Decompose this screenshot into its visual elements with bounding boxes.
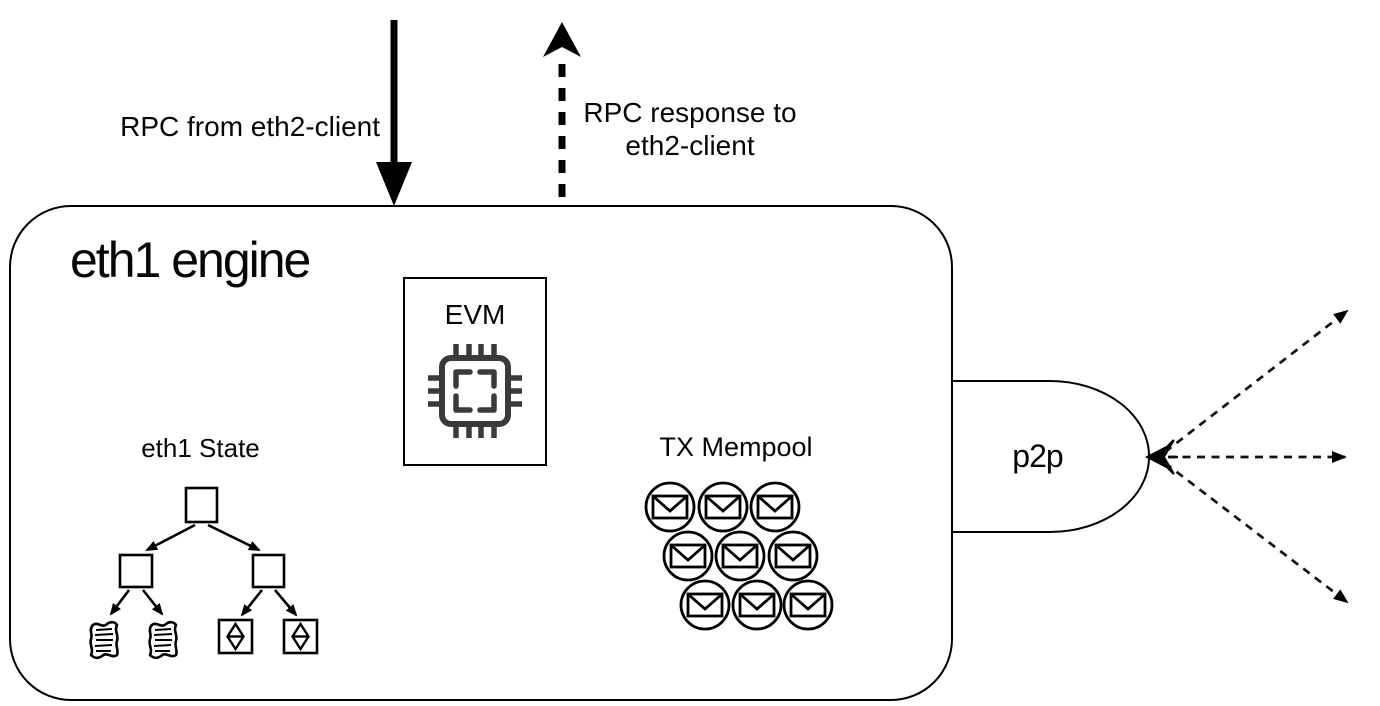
evm-box: EVM bbox=[403, 277, 547, 466]
eth1-engine-title: eth1 engine bbox=[70, 232, 311, 288]
p2p-peer-arrows bbox=[1164, 309, 1349, 604]
peer-arrow-up bbox=[1164, 309, 1349, 454]
tree-left-node bbox=[118, 553, 154, 589]
evm-label: EVM bbox=[444, 299, 506, 330]
tree-root-node bbox=[184, 486, 219, 524]
tx-mempool-label: TX Mempool bbox=[659, 432, 813, 462]
p2p-port: p2p bbox=[953, 380, 1150, 533]
tree-right-node bbox=[251, 553, 286, 589]
peer-arrow-down bbox=[1164, 461, 1349, 604]
tx-mempool-icons bbox=[644, 481, 834, 631]
rpc-response-label: RPC response to eth2-client bbox=[555, 96, 825, 162]
chip-icon bbox=[428, 344, 522, 438]
merkle-tree-icon bbox=[89, 486, 319, 660]
p2p-label: p2p bbox=[1012, 438, 1063, 474]
rpc-response-arrow bbox=[543, 22, 581, 207]
rpc-request-label: RPC from eth2-client bbox=[120, 111, 380, 142]
rpc-request-arrow bbox=[376, 20, 412, 206]
rpc-response-label-line1: RPC response to bbox=[583, 97, 797, 128]
eth1-state-label: eth1 State bbox=[141, 433, 260, 463]
rpc-response-label-line2: eth2-client bbox=[625, 130, 755, 161]
